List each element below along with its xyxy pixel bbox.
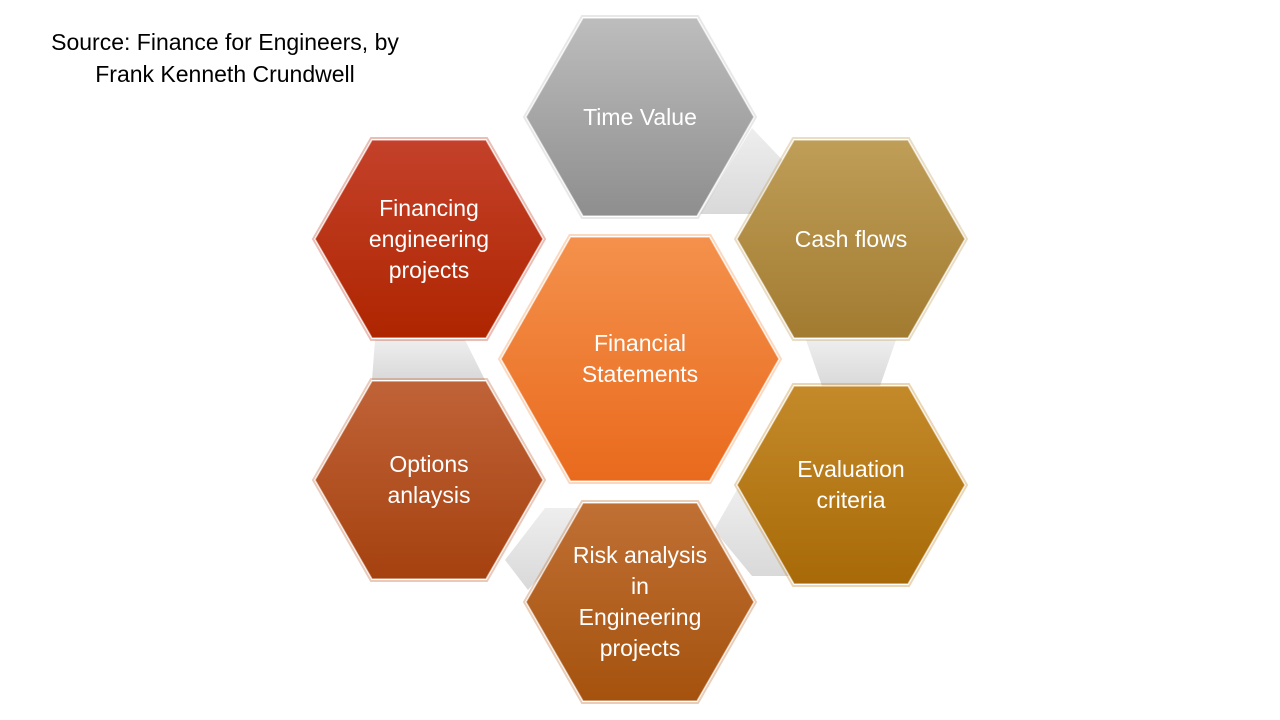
hexagon-evaluation-criteria [736,385,966,585]
source-citation: Source: Finance for Engineers, by Frank … [20,26,430,90]
hexagon-financing-projects [314,139,544,339]
hexagon-time-value [525,17,755,217]
source-line-1: Source: Finance for Engineers, by [51,29,399,55]
connector-3 [714,488,790,576]
hexagon-options-analysis-edge [311,378,547,582]
connector-2 [806,340,896,386]
hexagon-cash-flows-edge [733,137,969,341]
hexagon-evaluation-criteria-edge [733,383,969,587]
connector-layer [372,128,896,590]
hexagon-risk-analysis [525,502,755,702]
hexagon-financial-statements-edge [497,234,783,484]
hexagon-risk-analysis-edge [522,500,758,704]
hexagon-options-analysis [314,380,544,580]
connector-5 [372,340,485,380]
hexagon-layer [311,15,969,704]
hexagon-financial-statements [500,236,780,482]
hexagon-time-value-edge [522,15,758,219]
hexagon-cash-flows [736,139,966,339]
hexagon-financing-projects-edge [311,137,547,341]
source-line-2: Frank Kenneth Crundwell [95,61,355,87]
